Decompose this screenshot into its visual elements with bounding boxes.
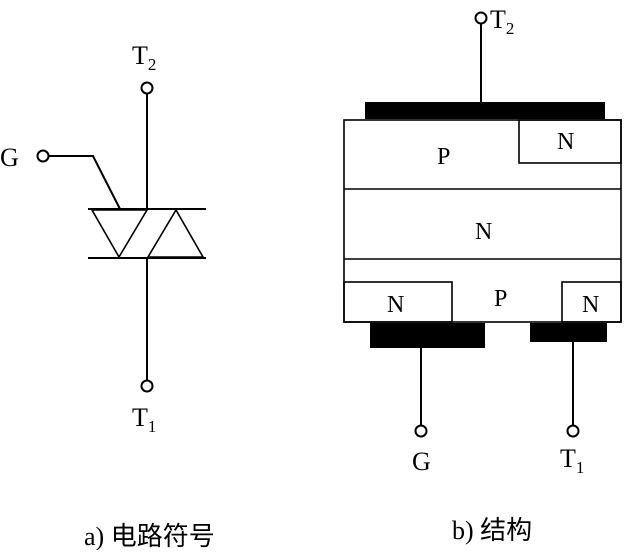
structure-t1-terminal	[566, 424, 580, 438]
symbol-diode-up	[146, 208, 205, 258]
structure-top-contact	[365, 102, 605, 119]
symbol-t2-label: T2	[132, 41, 156, 74]
structure-middle-n-label: N	[475, 219, 492, 245]
structure-bottom-right-n-label: N	[582, 292, 599, 318]
symbol-diode-down	[90, 209, 149, 259]
structure-top-p-label: P	[437, 144, 450, 170]
structure-g-terminal	[414, 424, 428, 438]
symbol-g-terminal	[36, 149, 50, 163]
structure-top-n-region	[518, 119, 622, 164]
symbol-g-label: G	[0, 143, 19, 172]
structure-body	[343, 119, 622, 323]
symbol-t1-terminal	[140, 379, 154, 393]
structure-t2-terminal	[474, 11, 488, 25]
structure-t1-contact	[530, 323, 607, 342]
structure-g-label: G	[412, 447, 431, 476]
structure-t2-label: T2	[490, 5, 514, 38]
structure-t1-label: T1	[560, 444, 584, 477]
structure-top-n-label: N	[557, 129, 574, 155]
structure-caption: b) 结构	[452, 516, 532, 545]
symbol-caption: a) 电路符号	[84, 522, 215, 550]
structure-bottom-left-n-region	[343, 281, 453, 323]
structure-gate-contact	[370, 323, 485, 348]
circuit-symbol: T2 G T1 a) 电路符号	[0, 41, 215, 551]
structure-diagram: T2 P N N P N N G T1 b) 结构	[343, 5, 622, 545]
structure-bottom-right-n-region	[561, 281, 622, 323]
symbol-t1-label: T1	[132, 403, 156, 436]
structure-bottom-left-n-label: N	[387, 292, 404, 318]
symbol-g-lead	[49, 155, 121, 210]
symbol-t2-terminal	[140, 81, 154, 95]
structure-bottom-p-label: P	[494, 286, 507, 312]
